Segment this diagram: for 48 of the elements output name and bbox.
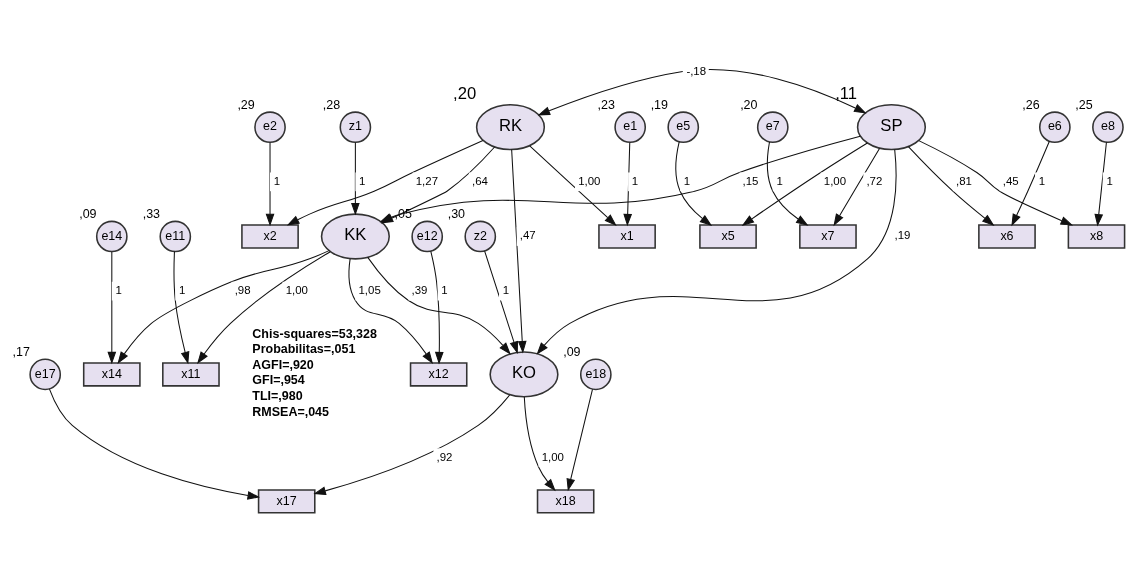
node-label: ,26 [1022, 97, 1040, 112]
node-label: ,17 [12, 344, 30, 359]
node-label: ,30 [447, 206, 466, 221]
edge-label: 1 [441, 284, 448, 297]
edge-label: 1,00 [578, 174, 601, 187]
edge-label: 1,27 [415, 174, 439, 187]
node-label: ,29 [237, 97, 255, 112]
edge-label: 1 [631, 174, 639, 187]
node-label: ,33 [142, 206, 161, 221]
edge-label: 1 [273, 174, 281, 187]
node-label: ,28 [322, 97, 341, 112]
edge-label: ,72 [866, 174, 883, 187]
node-label: ,09 [79, 206, 97, 221]
edge-label: -,18 [686, 65, 707, 78]
node-label: ,23 [597, 97, 615, 112]
edge-label: 1 [178, 284, 186, 297]
node-label: ,11 [835, 84, 858, 104]
edge-label: 1,00 [541, 450, 564, 463]
edge-label: ,92 [436, 450, 453, 463]
edge-label: 1 [1106, 174, 1113, 187]
edge-label: ,19 [894, 229, 911, 242]
label: Chis-squares=53,328 [252, 326, 377, 341]
edge-label: 1 [115, 284, 122, 297]
edge-label: ,39 [411, 284, 428, 297]
edge-label: ,15 [742, 174, 759, 187]
node-label: ,25 [1075, 97, 1093, 112]
label: Probabilitas=,051 [252, 342, 356, 357]
node-label: ,09 [563, 344, 581, 359]
edge-label: ,45 [1002, 174, 1019, 187]
edge-label: ,81 [955, 174, 972, 187]
edge-label: 1 [502, 284, 510, 297]
node-label: ,20 [740, 97, 758, 112]
edge-label: 1,00 [823, 174, 847, 187]
label: GFI=,954 [252, 373, 305, 388]
edge-label: ,98 [234, 284, 251, 297]
edge-label: 1 [776, 174, 783, 187]
edge-label: ,47 [519, 229, 536, 242]
label: AGFI=,920 [252, 357, 314, 372]
edge-label: ,64 [471, 174, 488, 187]
edge-label: 1,00 [285, 284, 308, 297]
label: TLI=,980 [252, 389, 303, 403]
edge-label: 1 [1038, 174, 1046, 187]
edge-label: 1 [683, 174, 691, 187]
label: RMSEA=,045 [252, 404, 330, 419]
edge-label: 1 [359, 174, 366, 187]
node-label: ,19 [650, 97, 668, 112]
edge-label: 1,05 [358, 284, 381, 297]
node-label: ,20 [453, 84, 477, 104]
